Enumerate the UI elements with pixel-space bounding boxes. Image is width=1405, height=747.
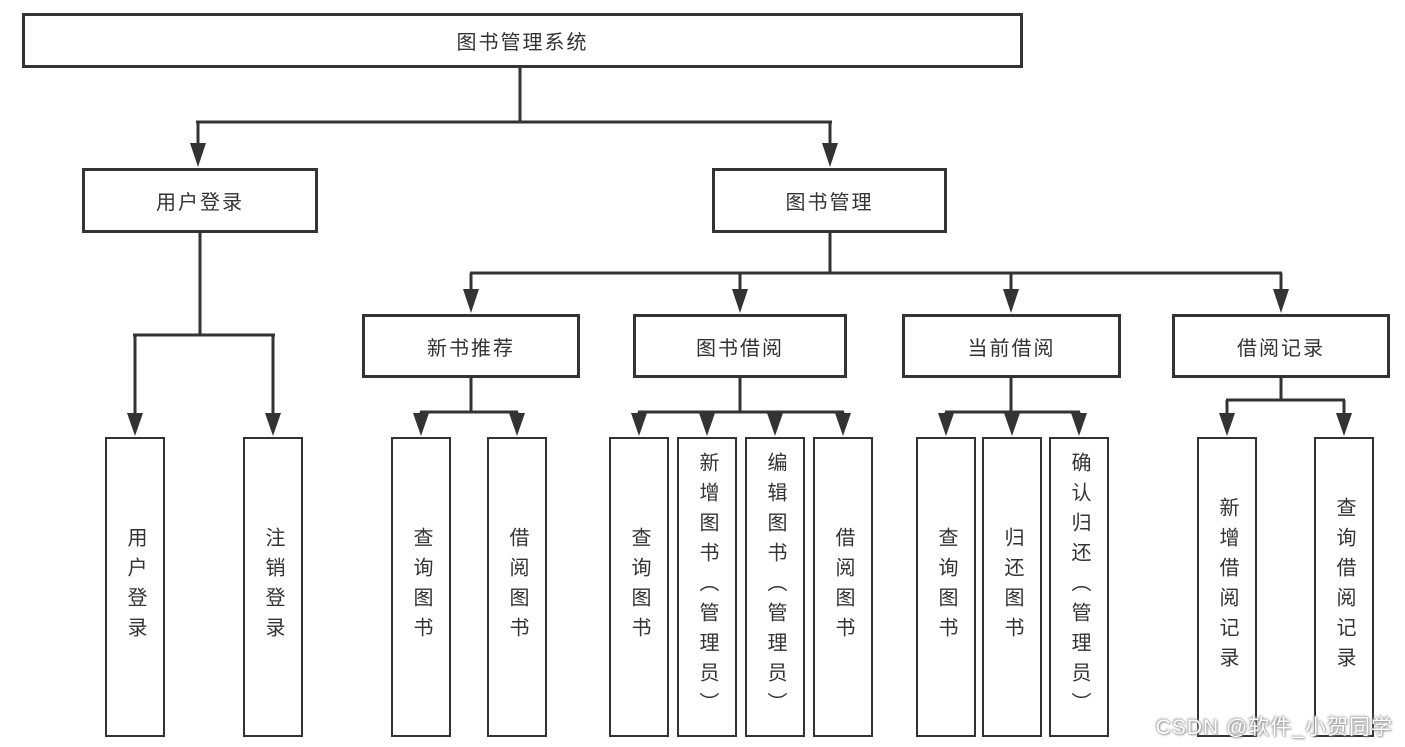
leaf-label: 查询借阅记录 — [1333, 497, 1355, 677]
leaf-label: 查询图书 — [628, 527, 650, 647]
node-label: 图书借阅 — [696, 337, 784, 360]
leaf-logout: 注销登录 — [243, 437, 303, 737]
leaf-label: 归还图书 — [1001, 527, 1023, 647]
node-borrow-records: 借阅记录 — [1172, 314, 1390, 378]
leaf-query-books-current: 查询图书 — [916, 437, 976, 737]
leaf-label: 借阅图书 — [506, 527, 528, 647]
leaf-label: 新增借阅记录 — [1216, 497, 1238, 677]
node-book-borrow: 图书借阅 — [633, 314, 847, 378]
leaf-label: 确认归还（管理员） — [1068, 452, 1090, 722]
leaf-label: 查询图书 — [935, 527, 957, 647]
leaf-return-book: 归还图书 — [982, 437, 1042, 737]
leaf-query-borrow-record: 查询借阅记录 — [1314, 437, 1374, 737]
node-library-management-system: 图书管理系统 — [22, 13, 1023, 68]
csdn-watermark: CSDN @软件_小贺同学 — [1155, 716, 1393, 739]
node-label: 新书推荐 — [427, 337, 515, 360]
leaf-label: 借阅图书 — [832, 527, 854, 647]
node-label: 图书管理 — [785, 192, 874, 214]
node-new-book-recommend: 新书推荐 — [362, 314, 580, 378]
node-label: 当前借阅 — [967, 337, 1056, 360]
leaf-label: 编辑图书（管理员） — [764, 452, 786, 722]
leaf-confirm-return-admin: 确认归还（管理员） — [1049, 437, 1109, 737]
leaf-query-books-borrow: 查询图书 — [609, 437, 669, 737]
leaf-add-book-admin: 新增图书（管理员） — [677, 437, 737, 737]
leaf-borrow-books: 借阅图书 — [813, 437, 873, 737]
leaf-label: 注销登录 — [262, 527, 284, 647]
leaf-query-books-recommend: 查询图书 — [391, 437, 451, 737]
node-label: 借阅记录 — [1237, 337, 1325, 360]
node-current-borrow: 当前借阅 — [902, 314, 1121, 378]
leaf-edit-book-admin: 编辑图书（管理员） — [745, 437, 805, 737]
leaf-label: 用户登录 — [124, 527, 146, 647]
leaf-borrow-books-recommend: 借阅图书 — [487, 437, 547, 737]
node-label: 用户登录 — [156, 192, 244, 214]
leaf-label: 查询图书 — [410, 527, 432, 647]
node-book-management: 图书管理 — [712, 168, 947, 233]
leaf-label: 新增图书（管理员） — [696, 452, 718, 722]
node-user-login: 用户登录 — [82, 168, 318, 233]
leaf-add-borrow-record: 新增借阅记录 — [1197, 437, 1257, 737]
node-label: 图书管理系统 — [456, 32, 589, 54]
leaf-user-login: 用户登录 — [105, 437, 165, 737]
